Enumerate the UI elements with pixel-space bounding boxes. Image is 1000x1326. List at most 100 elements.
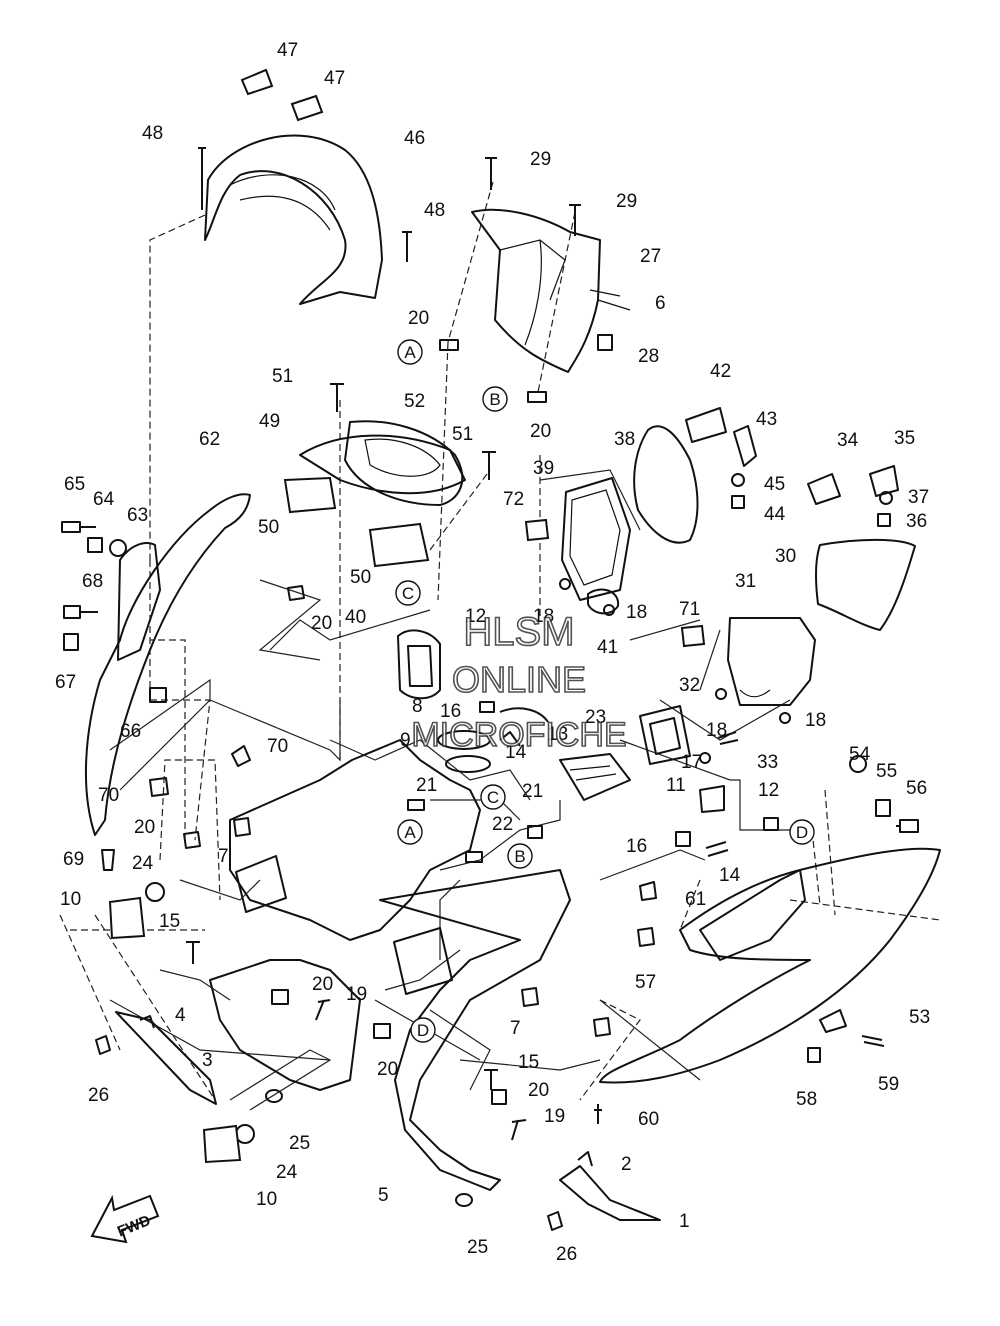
screw-19-a bbox=[315, 999, 331, 1021]
callout-12-a: 12 bbox=[465, 606, 486, 627]
cover-38 bbox=[633, 425, 699, 544]
clip-61-a bbox=[639, 881, 657, 901]
callout-35: 35 bbox=[894, 428, 915, 449]
callout-66: 66 bbox=[120, 721, 141, 742]
callout-numbers: 47 47 48 46 48 29 29 27 6 28 20 20 51 52… bbox=[55, 40, 930, 1265]
clip-70-b bbox=[149, 777, 169, 797]
side-cover-53 bbox=[599, 847, 941, 1084]
screw-48-left bbox=[198, 147, 206, 210]
bolt-16 bbox=[479, 701, 495, 713]
pad-47-left bbox=[240, 68, 274, 96]
callout-14-a: 14 bbox=[505, 742, 527, 763]
callout-22: 22 bbox=[492, 814, 513, 835]
callout-2: 2 bbox=[621, 1154, 632, 1175]
grommet-63 bbox=[109, 539, 128, 557]
callout-20-f: 20 bbox=[377, 1059, 398, 1080]
screw-15-a bbox=[186, 941, 200, 964]
callout-48-a: 48 bbox=[142, 123, 163, 144]
clip-20-e bbox=[271, 989, 289, 1005]
callout-54: 54 bbox=[849, 744, 871, 765]
callout-8: 8 bbox=[412, 696, 423, 717]
molding-3 bbox=[115, 1011, 217, 1105]
grommet-25-a bbox=[265, 1089, 283, 1103]
reference-markers: A B C A C B D D bbox=[395, 339, 815, 1043]
collar-55 bbox=[875, 799, 891, 817]
washer-45 bbox=[731, 473, 745, 487]
ref-A-2: A bbox=[404, 823, 416, 842]
callout-7-b: 7 bbox=[510, 1018, 521, 1039]
grommet-54 bbox=[849, 755, 867, 773]
pad-10-b bbox=[202, 1124, 242, 1164]
screw-33 bbox=[717, 731, 739, 745]
callout-50-a: 50 bbox=[258, 517, 279, 538]
callout-69: 69 bbox=[63, 849, 84, 870]
callout-38: 38 bbox=[614, 429, 635, 450]
forward-arrow: FWD bbox=[90, 1194, 160, 1244]
nut-26-b bbox=[547, 1211, 563, 1231]
watermark-line3: MICROFICHE bbox=[411, 716, 626, 754]
collar-67 bbox=[63, 633, 79, 651]
callout-53: 53 bbox=[909, 1007, 930, 1028]
callout-40: 40 bbox=[345, 607, 366, 628]
callout-47-b: 47 bbox=[324, 68, 345, 89]
part-shapes bbox=[61, 68, 941, 1231]
inner-cover-46 bbox=[204, 134, 383, 305]
screw-48-right bbox=[402, 231, 412, 262]
ref-C-1: C bbox=[402, 584, 414, 603]
callout-24-b: 24 bbox=[276, 1162, 298, 1183]
watermark: HLSM ONLINE MICROFICHE bbox=[411, 609, 628, 755]
label-72 bbox=[524, 518, 550, 542]
callout-3: 3 bbox=[202, 1050, 213, 1071]
panel-27 bbox=[471, 208, 601, 373]
callout-11: 11 bbox=[666, 775, 686, 796]
callout-37: 37 bbox=[908, 487, 929, 508]
callout-49: 49 bbox=[259, 411, 280, 432]
callout-70-b: 70 bbox=[98, 785, 119, 806]
callout-16-b: 16 bbox=[626, 836, 647, 857]
callout-67: 67 bbox=[55, 672, 76, 693]
bolt-12 bbox=[763, 817, 779, 831]
callout-19-b: 19 bbox=[544, 1106, 565, 1127]
grommet-18-d bbox=[779, 712, 791, 724]
washer-17 bbox=[699, 752, 711, 764]
callout-43: 43 bbox=[756, 409, 777, 430]
spring-13 bbox=[499, 707, 549, 723]
screw-14 bbox=[705, 841, 729, 857]
pad-47-right bbox=[290, 94, 324, 122]
fastener-60 bbox=[594, 1104, 602, 1124]
screw-29-b bbox=[569, 204, 581, 236]
callout-63: 63 bbox=[127, 505, 148, 526]
screw-19-b bbox=[511, 1119, 527, 1141]
callout-21-a: 21 bbox=[416, 775, 437, 796]
callout-59: 59 bbox=[878, 1074, 899, 1095]
washer-37 bbox=[879, 491, 893, 505]
callout-18-d: 18 bbox=[805, 710, 826, 731]
callout-12-b: 12 bbox=[758, 780, 779, 801]
callout-31: 31 bbox=[735, 571, 756, 592]
clip-20-g bbox=[491, 1089, 507, 1105]
callout-68: 68 bbox=[82, 571, 103, 592]
callout-26-b: 26 bbox=[556, 1244, 577, 1265]
gasket-40 bbox=[397, 629, 441, 700]
callout-6: 6 bbox=[655, 293, 666, 314]
bolt-36 bbox=[877, 513, 891, 527]
callout-48-b: 48 bbox=[424, 200, 445, 221]
callout-30: 30 bbox=[775, 546, 796, 567]
callout-61-a: 61 bbox=[685, 889, 706, 910]
leg-shield-5 bbox=[379, 869, 571, 1191]
ref-D-2: D bbox=[417, 1021, 429, 1040]
callout-34: 34 bbox=[837, 430, 859, 451]
callout-50-b: 50 bbox=[350, 567, 371, 588]
callout-60: 60 bbox=[638, 1109, 659, 1130]
callout-65: 65 bbox=[64, 474, 85, 495]
side-cover-62 bbox=[84, 493, 251, 836]
cover-30 bbox=[814, 538, 916, 631]
callout-70-a: 70 bbox=[267, 736, 288, 757]
grommet-18-c bbox=[715, 688, 727, 700]
clip-61-b bbox=[593, 1017, 611, 1037]
bolt-44 bbox=[731, 495, 745, 509]
label-71 bbox=[680, 624, 706, 648]
callout-18-a: 18 bbox=[533, 606, 554, 627]
nut-26-a bbox=[95, 1035, 111, 1055]
bolt-22 bbox=[465, 851, 483, 863]
